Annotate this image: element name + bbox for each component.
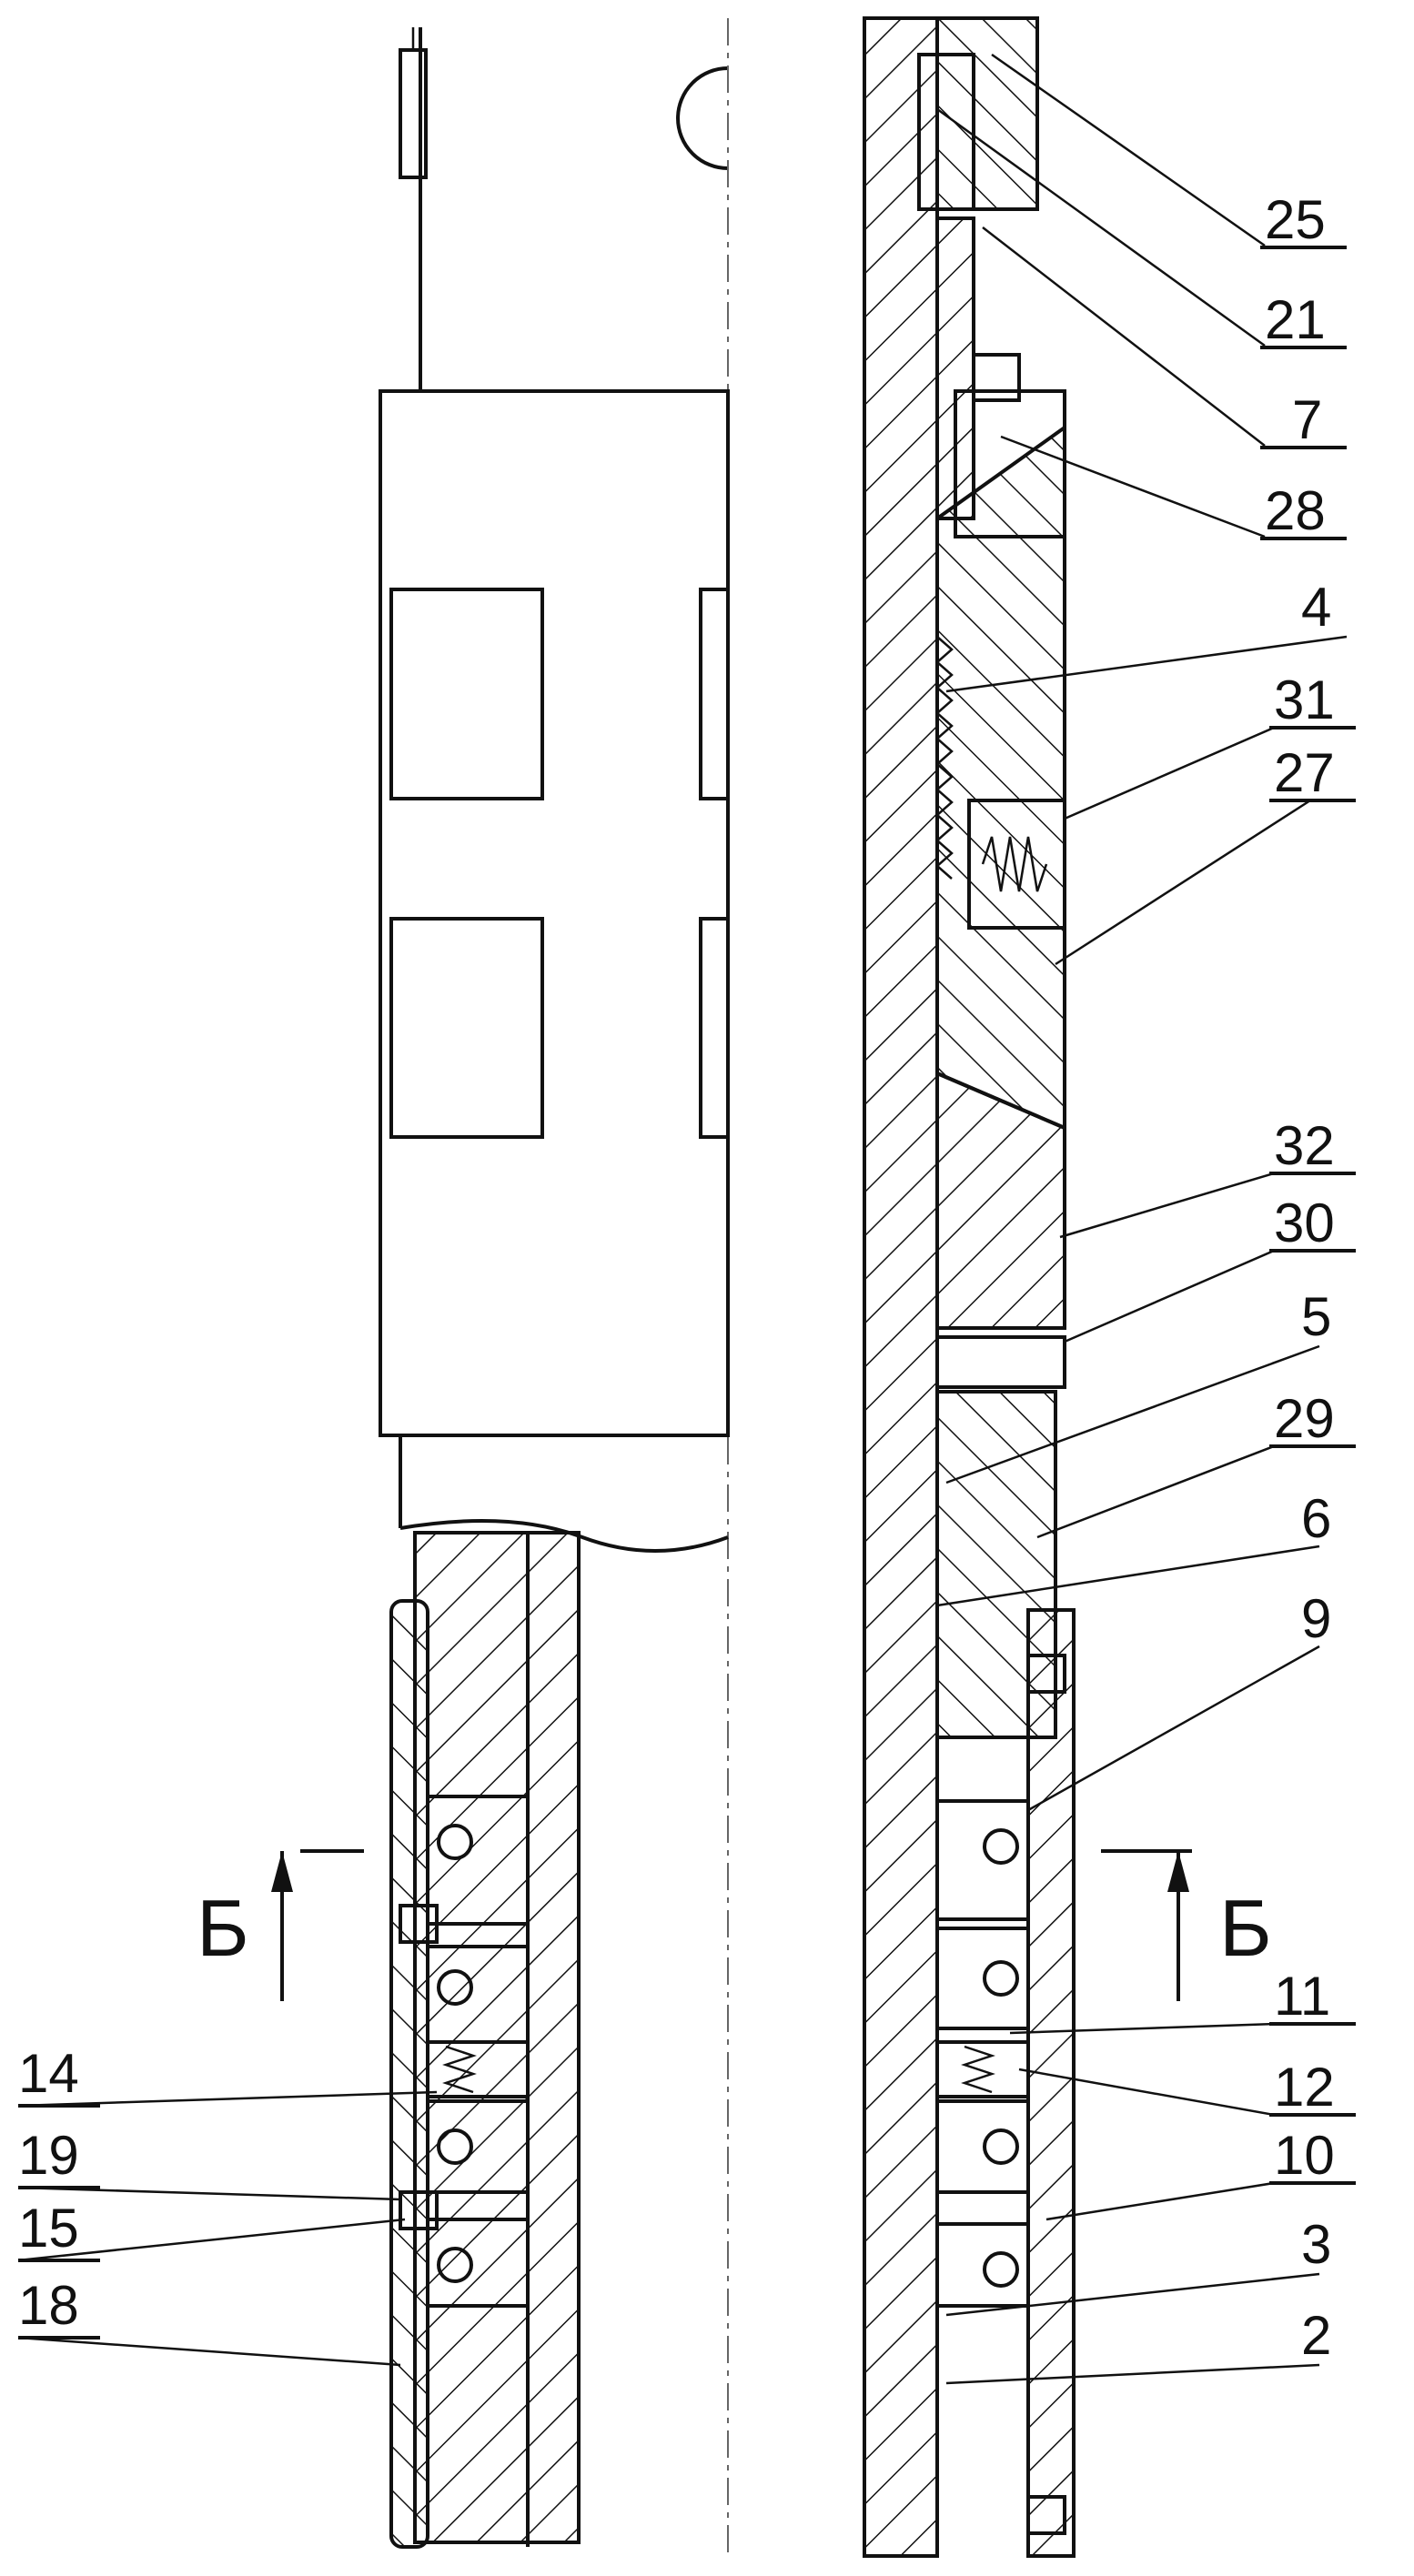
right-seal-stack (935, 1654, 1066, 2535)
section-label-left: Б (197, 1883, 249, 1973)
ref-19: 19 (18, 2125, 79, 2186)
slip-window-upper-left (389, 588, 544, 800)
ref-11: 11 (1274, 1966, 1330, 2027)
ref-6: 6 (1301, 1488, 1331, 1549)
ref-14: 14 (18, 2043, 79, 2104)
slip-window-upper-right (699, 588, 730, 800)
ref-5: 5 (1301, 1286, 1331, 1347)
right-callouts: 25 21 7 28 4 31 27 32 30 5 29 6 9 (936, 53, 1356, 2385)
left-view: Б (197, 18, 730, 2556)
ref-21: 21 (1265, 289, 1326, 350)
ref-18: 18 (18, 2275, 79, 2336)
ref-7: 7 (1292, 389, 1322, 450)
slip-window-lower-left (389, 917, 544, 1139)
ref-15: 15 (18, 2198, 79, 2259)
ref-28: 28 (1265, 480, 1326, 541)
ref-12: 12 (1274, 2057, 1335, 2118)
ref-31: 31 (1274, 669, 1335, 730)
slip-window-lower-right (699, 917, 730, 1139)
ref-3: 3 (1301, 2214, 1331, 2275)
section-label-right: Б (1219, 1883, 1272, 1973)
ref-10: 10 (1274, 2125, 1335, 2186)
ref-2: 2 (1301, 2305, 1331, 2366)
ref-9: 9 (1301, 1588, 1331, 1649)
left-seal-stack (399, 1795, 530, 2308)
ref-25: 25 (1265, 189, 1326, 250)
ref-30: 30 (1274, 1192, 1335, 1253)
left-callouts: 14 19 15 18 (17, 2043, 438, 2367)
right-view: Б (863, 16, 1272, 2558)
ref-4: 4 (1301, 577, 1331, 638)
ref-29: 29 (1274, 1388, 1335, 1449)
ref-27: 27 (1274, 742, 1335, 803)
ref-32: 32 (1274, 1115, 1335, 1176)
